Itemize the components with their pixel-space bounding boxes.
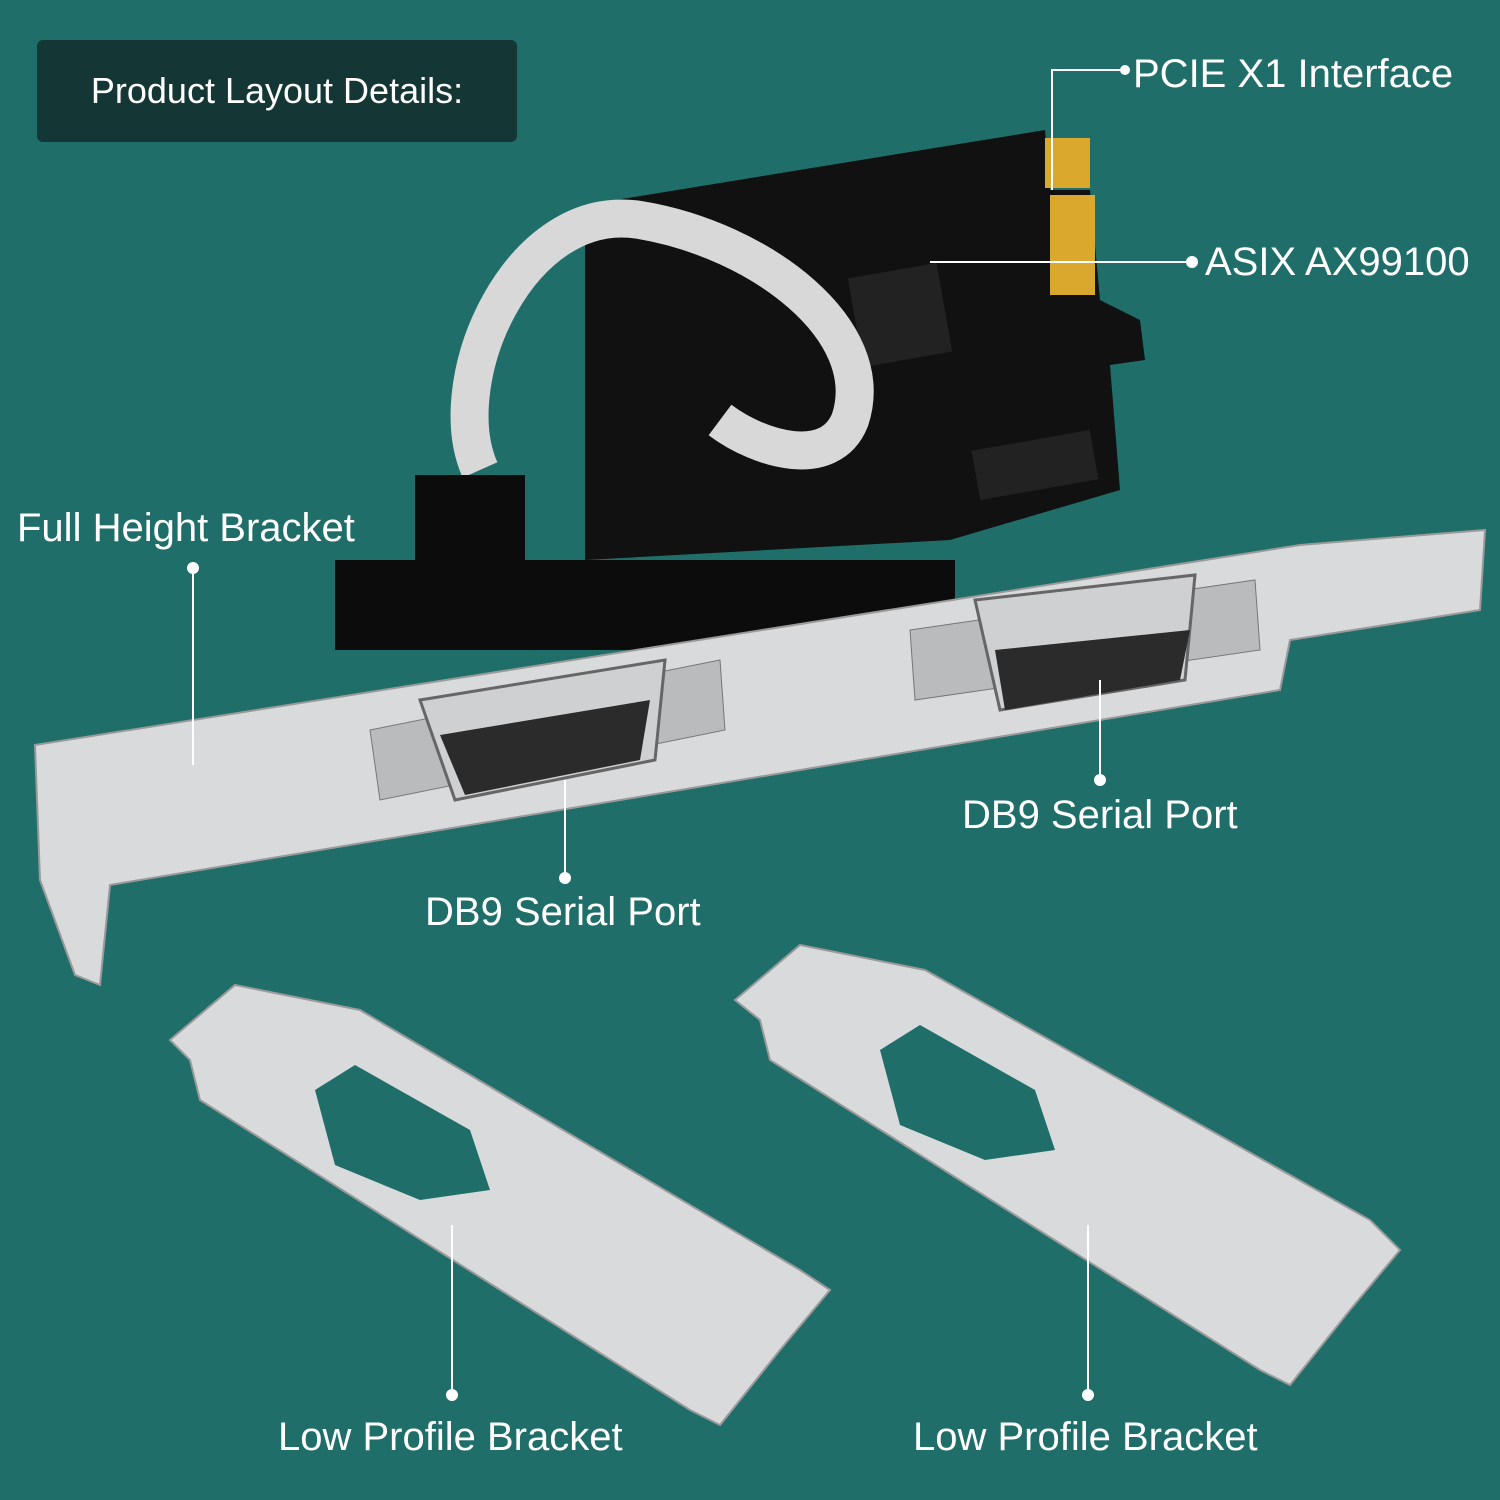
callout-lines xyxy=(187,65,1198,1401)
label-db9-left: DB9 Serial Port xyxy=(425,890,701,934)
ribbon-cable xyxy=(450,199,874,478)
db9-port-left xyxy=(369,658,726,802)
low-profile-bracket-left xyxy=(168,983,832,1427)
label-pcie-interface: PCIE X1 Interface xyxy=(1133,52,1454,96)
asix-chip xyxy=(847,262,953,368)
label-low-profile-left: Low Profile Bracket xyxy=(278,1415,623,1459)
title-text: Product Layout Details: xyxy=(90,70,464,111)
label-asix-chip: ASIX AX99100 xyxy=(1205,240,1470,284)
title-banner: Product Layout Details: xyxy=(37,40,517,142)
db9-port-right xyxy=(909,573,1261,712)
label-db9-right: DB9 Serial Port xyxy=(962,793,1238,837)
low-profile-bracket-right xyxy=(733,943,1402,1387)
label-low-profile-right: Low Profile Bracket xyxy=(913,1415,1258,1459)
label-full-height-bracket: Full Height Bracket xyxy=(17,506,355,550)
driver-chip xyxy=(971,429,1099,501)
